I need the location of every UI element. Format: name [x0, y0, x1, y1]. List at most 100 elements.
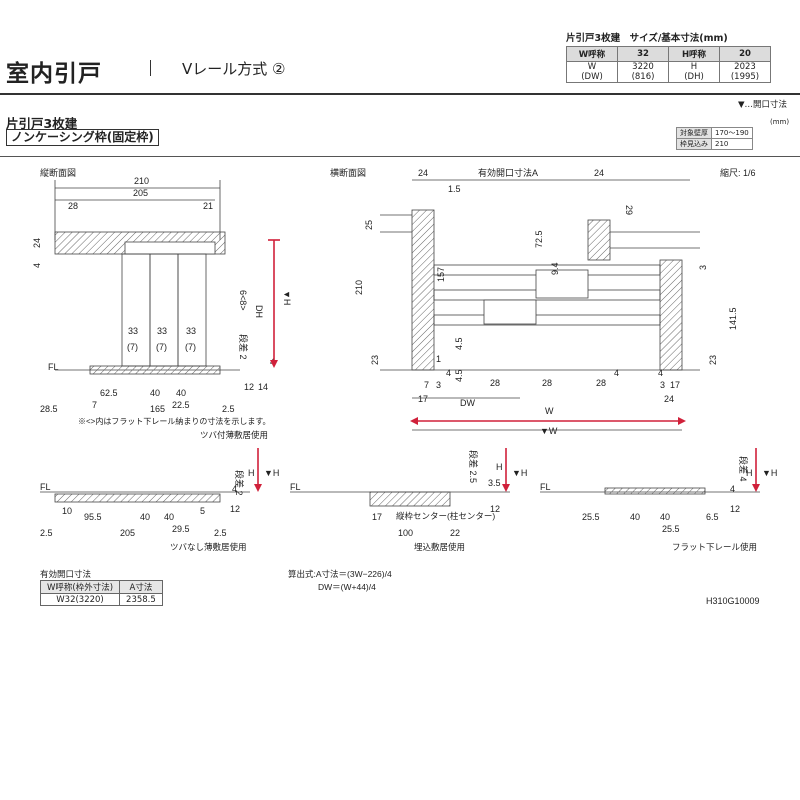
spec-w-label: W呼称 [566, 46, 618, 62]
spec-h-sym-text: H [690, 62, 698, 72]
dim-40-b: 40 [176, 388, 186, 398]
dim-33-a: 33 [128, 326, 138, 336]
page-title: 室内引戸 [6, 61, 102, 87]
title-separator [150, 60, 151, 76]
dim-b-100: 100 [398, 528, 413, 538]
label-vertical-section: 縦断面図 [40, 167, 76, 178]
dim-a-10: 10 [62, 506, 72, 516]
dim-33-c: 33 [186, 326, 196, 336]
dim-h-9-4: 9.4 [550, 262, 560, 275]
frame-value: 210 [711, 138, 753, 150]
h-label-a: H [248, 468, 255, 478]
dim-h-1: 1 [436, 354, 441, 364]
frame-center-note: 縦枠センター(柱センター) [396, 511, 495, 521]
dim-b-22: 22 [450, 528, 460, 538]
dim-a-40-2: 40 [164, 512, 174, 522]
dim-h-24-right: 24 [594, 168, 604, 178]
spec-h-size: 2023(1995) [719, 61, 771, 83]
h-open-label-a: ▼H [264, 468, 279, 478]
dim-24: 24 [32, 238, 42, 248]
label-horizontal-section: 横断面図 [330, 167, 366, 178]
frame-type: ノンケーシング枠(固定枠) [6, 129, 159, 146]
step-2-a: 段差 2 [234, 470, 245, 496]
no-tsuba-rail-note: ツバなし薄敷居使用 [170, 542, 247, 552]
product-type: 片引戸3枚建 [6, 116, 78, 131]
height-arrow-head [270, 360, 278, 368]
detail-b-sill [369, 491, 451, 507]
dim-h-28-b: 28 [542, 378, 552, 388]
opening-row-a: 2358.5 [119, 593, 163, 606]
dim-210: 210 [134, 176, 149, 186]
stopper-block [535, 269, 589, 299]
dim-h-3-l: 3 [436, 380, 441, 390]
dim-7: 7 [92, 400, 97, 410]
step-4-c: 段差 4 [738, 456, 749, 482]
h-label-c: H [746, 468, 753, 478]
dim-c-25-5-l: 25.5 [582, 512, 600, 522]
dim-c-40-2: 40 [660, 512, 670, 522]
spec-heading: 片引戸3枚建 サイズ/基本寸法(mm) [566, 33, 728, 44]
unit-label: (mm) [770, 118, 790, 126]
dim-c-25-5-r: 25.5 [662, 524, 680, 534]
drawing-code: H310G10009 [706, 596, 760, 606]
width-arrow-head-left [410, 417, 418, 425]
spec-w-size-text: 3220 [632, 62, 654, 72]
embedded-rail-note: 埋込敷居使用 [414, 542, 465, 552]
dim-4: 4 [32, 263, 42, 268]
detail-a-sill [54, 493, 221, 503]
dim-a-4: 4 [232, 484, 237, 494]
w-label: W [545, 406, 554, 416]
dim-h-28-a: 28 [490, 378, 500, 388]
dim-22-5: 22.5 [172, 400, 190, 410]
door-leaf-3 [433, 314, 661, 326]
dim-h-25: 25 [364, 220, 374, 230]
dim-h-29: 29 [624, 205, 634, 215]
formula-line-1: 算出式:A寸法＝(3W−226)/4 [288, 569, 392, 579]
dim-40-a: 40 [150, 388, 160, 398]
opening-legend: ▼…開口寸法 [738, 100, 788, 110]
spec-h-size-text: 2023 [734, 62, 756, 72]
dim-c-6-5: 6.5 [706, 512, 719, 522]
dim-12: 12 [244, 382, 254, 392]
width-arrow-head-right [678, 417, 686, 425]
spec-w-sym: W(DW) [566, 61, 618, 83]
label-scale: 縮尺: 1/6 [720, 167, 756, 178]
h-label-b: H [496, 462, 503, 472]
detail-c-arrow-head [752, 484, 760, 492]
bracket-note: ※<>内はフラット下レール納まりの寸法を示します。 [78, 416, 271, 426]
fl-label-v: FL [48, 362, 59, 372]
dim-a-12: 12 [230, 504, 240, 514]
dim-h-24-left: 24 [418, 168, 428, 178]
dim-h-4-b: 4 [658, 368, 663, 378]
dim-h-210: 210 [354, 280, 364, 295]
dim-c-40-1: 40 [630, 512, 640, 522]
dim-c-12: 12 [730, 504, 740, 514]
dim-7-c: (7) [185, 342, 196, 352]
dim-h-141-5: 141.5 [728, 307, 738, 330]
frame-label: 枠見込み [676, 138, 712, 150]
dim-62-5: 62.5 [100, 388, 118, 398]
detail-c-rail [604, 487, 706, 495]
dim-a-2-5-r: 2.5 [214, 528, 227, 538]
dim-h-4-l: 4 [446, 368, 451, 378]
dim-a-29-5: 29.5 [172, 524, 190, 534]
opening-table-caption: 有効開口寸法 [40, 569, 91, 579]
dim-h-17-l: 17 [418, 394, 428, 404]
dim-165: 165 [150, 404, 165, 414]
head-track [124, 241, 216, 255]
fl-label-c: FL [540, 482, 551, 492]
dim-a-95-5: 95.5 [84, 512, 102, 522]
dim-h-1-5: 1.5 [448, 184, 461, 194]
flat-rail-note: フラット下レール使用 [672, 542, 757, 552]
dim-h-72-5: 72.5 [534, 230, 544, 248]
dim-a-40-1: 40 [140, 512, 150, 522]
fl-label-b: FL [290, 482, 301, 492]
dim-h-23-left: 23 [370, 355, 380, 365]
dim-28-5: 28.5 [40, 404, 58, 414]
dim-b-17: 17 [372, 512, 382, 522]
left-jamb-hatch [411, 209, 435, 371]
dim-h-24-b: 24 [664, 394, 674, 404]
spec-dh-sym-text: (DH) [684, 72, 704, 82]
dim-h-157: 157 [436, 267, 446, 282]
